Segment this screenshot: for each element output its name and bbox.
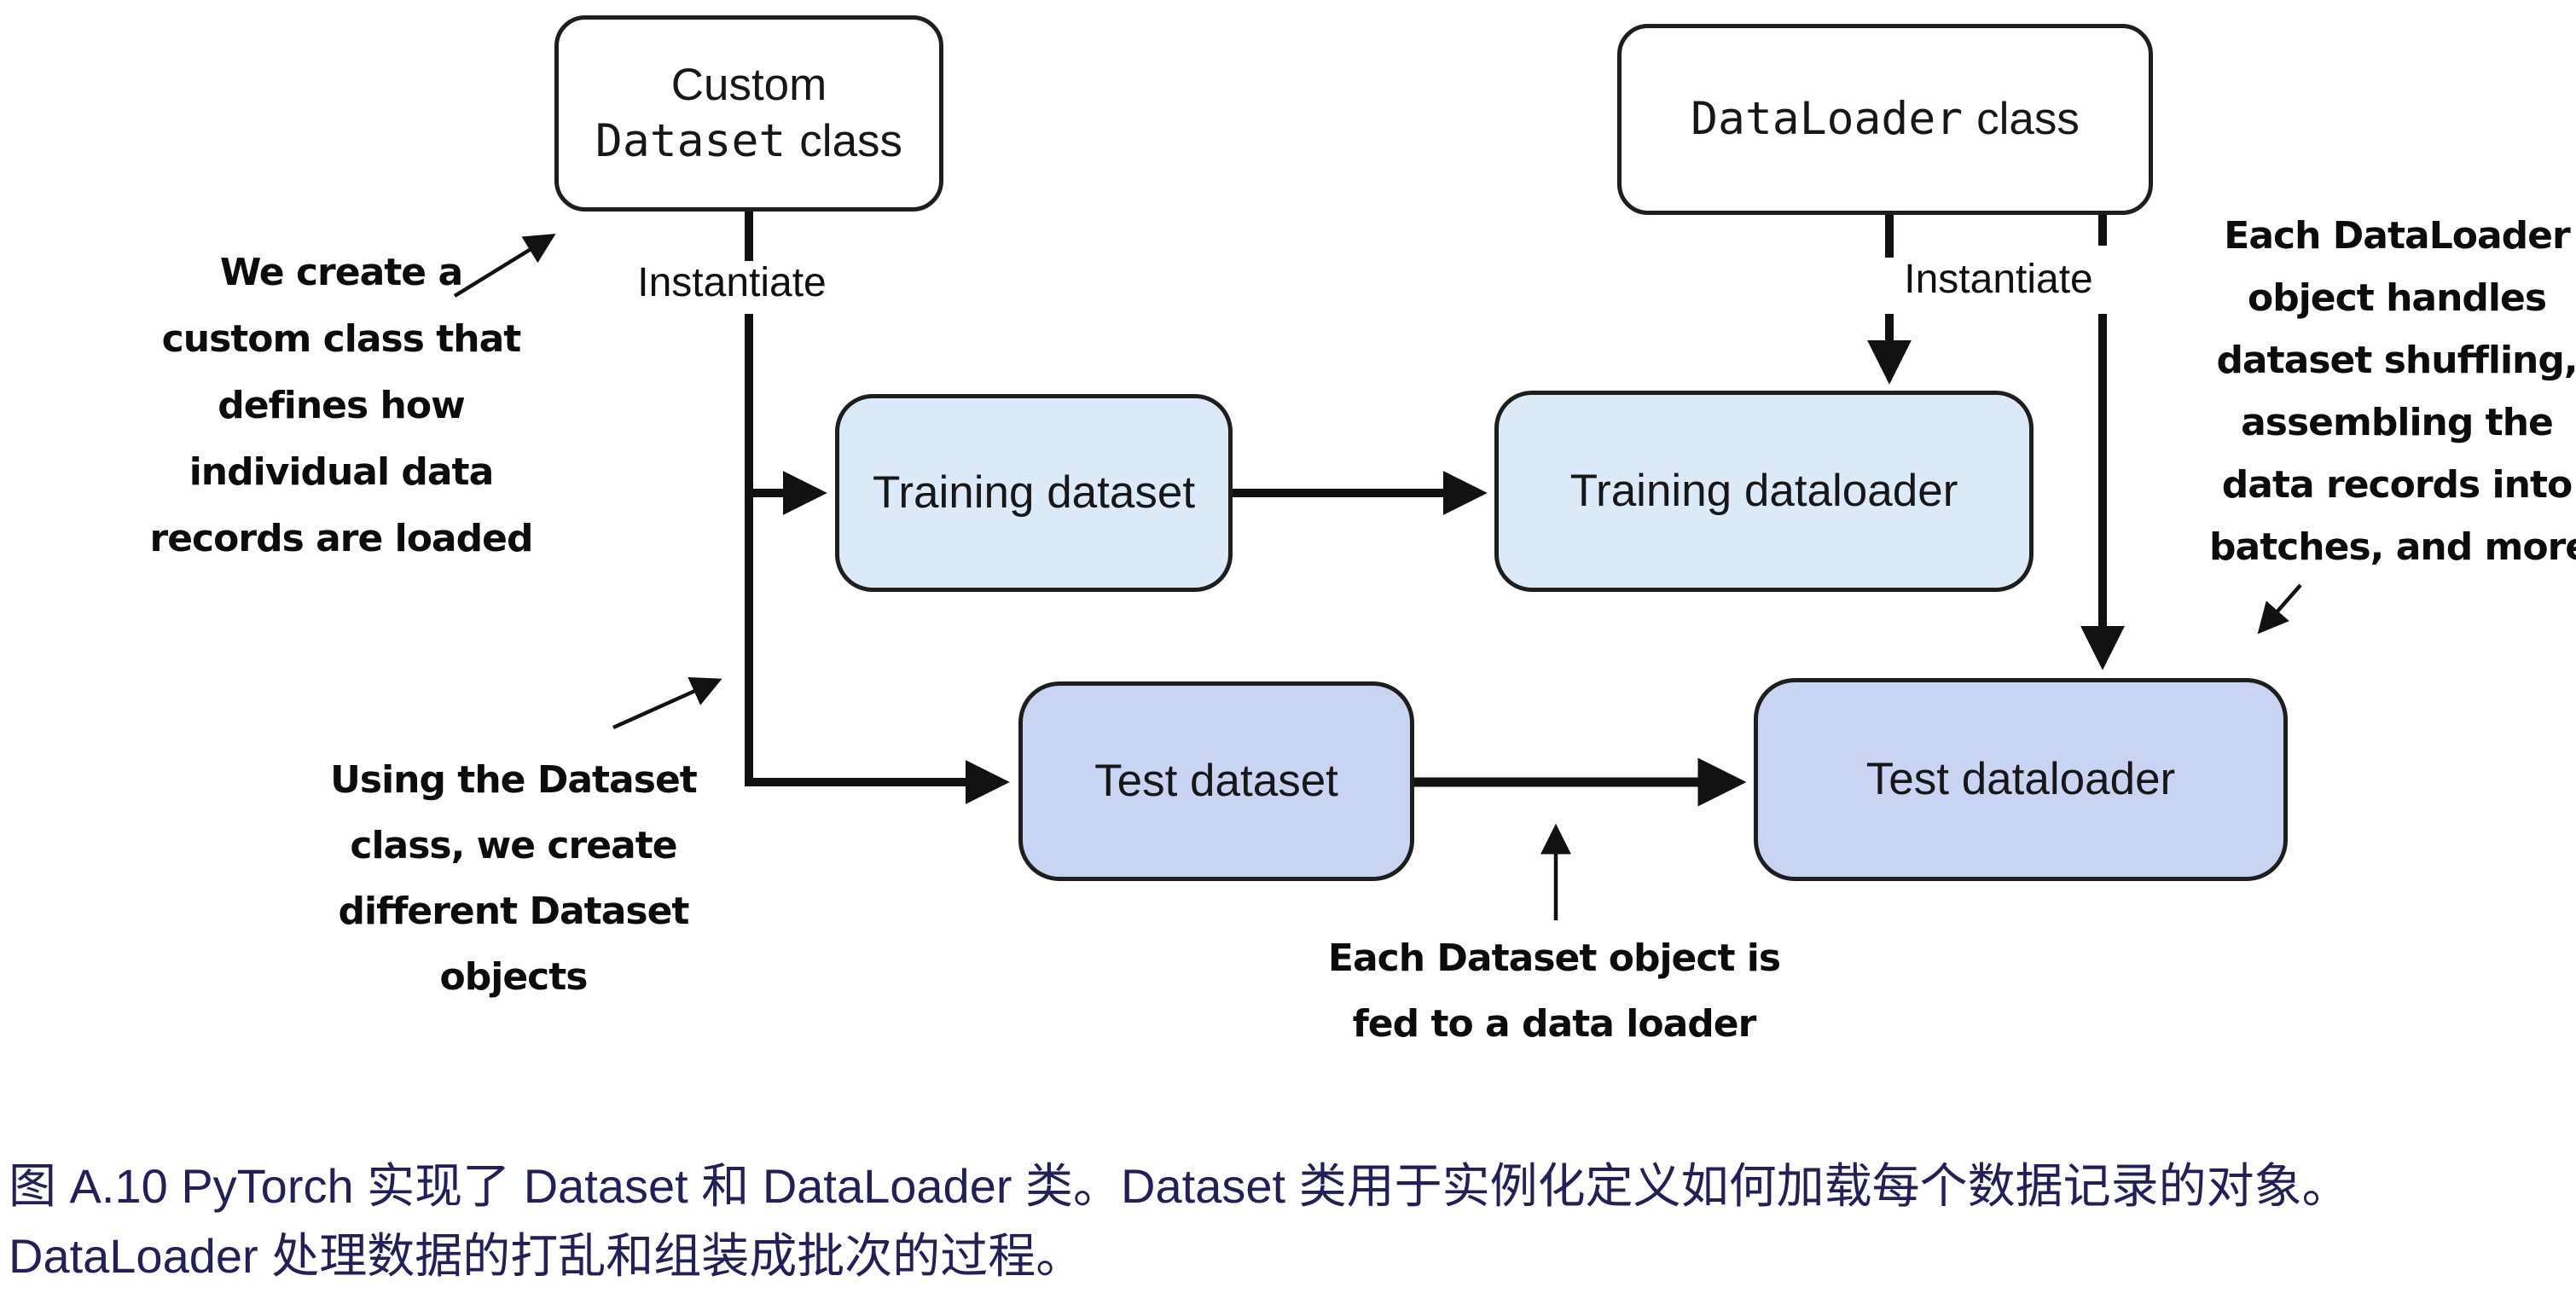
note-dataloader: Each DataLoader object handles dataset s… xyxy=(2209,214,2576,569)
note-fed-to-loader: Each Dataset object is fed to a data loa… xyxy=(1327,936,1781,1046)
note-custom-class: We create a custom class that defines ho… xyxy=(149,251,534,560)
figure-caption: 图 A.10 PyTorch 实现了 Dataset 和 DataLoader … xyxy=(9,1151,2567,1291)
test-dataloader-box: Test dataloader xyxy=(1754,678,2288,881)
training-dataloader-label: Training dataloader xyxy=(1569,466,1958,516)
training-dataset-box: Training dataset xyxy=(835,394,1233,592)
dataset-class-word: class xyxy=(799,116,903,166)
custom-dataset-class-box: Custom Dataset class xyxy=(554,15,943,212)
dataloader-class-word: class xyxy=(1976,94,2080,144)
training-dataloader-box: Training dataloader xyxy=(1494,391,2034,592)
test-dataset-label: Test dataset xyxy=(1094,756,1338,806)
note-arrow-custom-class xyxy=(453,234,556,298)
training-dataset-label: Training dataset xyxy=(872,467,1196,518)
dataset-code-text: Dataset xyxy=(595,115,786,167)
note-dataset-objects: Using the Dataset class, we create diffe… xyxy=(330,758,698,999)
note-arrow-dataloader-note xyxy=(2257,583,2302,635)
instantiate-label-right: Instantiate xyxy=(1904,257,2093,302)
instantiate-label-left: Instantiate xyxy=(637,260,827,305)
figure-caption-line1: 图 A.10 PyTorch 实现了 Dataset 和 DataLoader … xyxy=(9,1159,2350,1213)
test-dataset-box: Test dataset xyxy=(1018,681,1414,881)
figure-caption-line2: DataLoader 处理数据的打乱和组装成批次的过程。 xyxy=(9,1229,1084,1283)
custom-dataset-class-title: Custom xyxy=(670,60,827,110)
dataloader-code-text: DataLoader xyxy=(1691,93,1964,145)
connector-trunk-to-test-dataset xyxy=(745,314,1010,804)
test-dataloader-label: Test dataloader xyxy=(1865,754,2176,804)
note-arrow-dataset-objects xyxy=(612,677,722,730)
